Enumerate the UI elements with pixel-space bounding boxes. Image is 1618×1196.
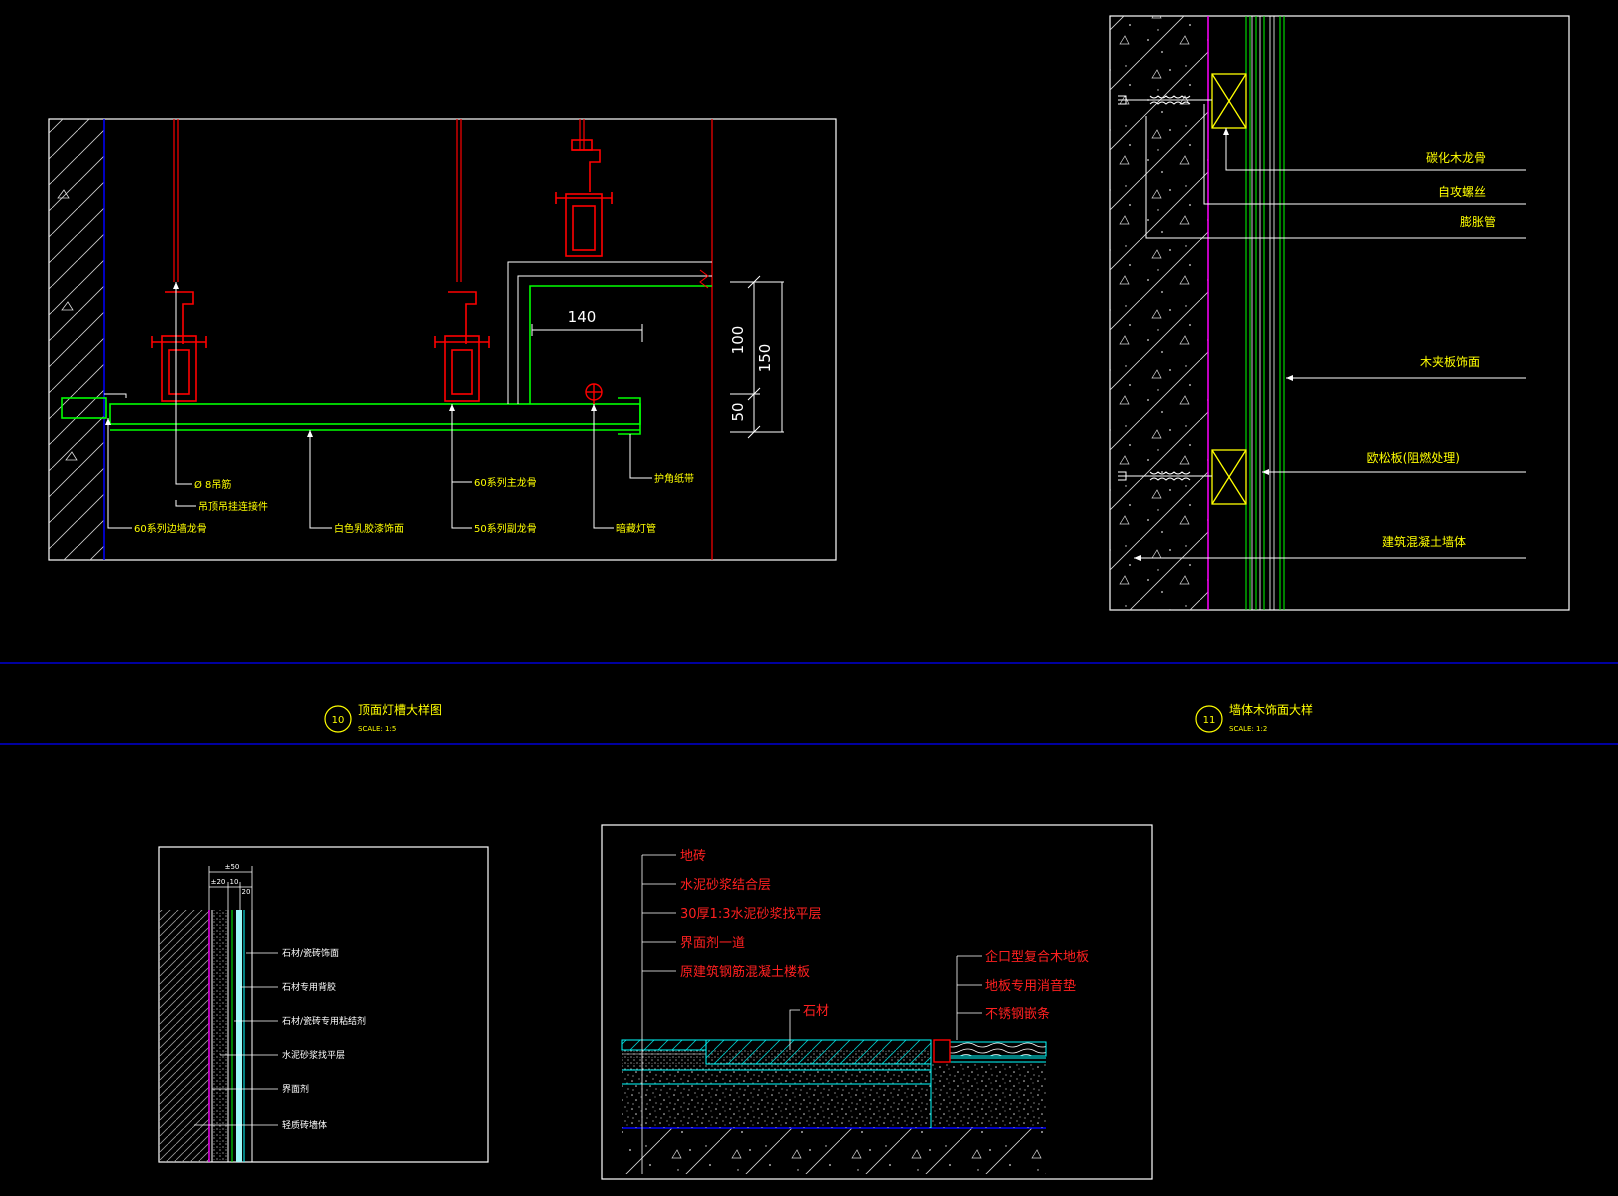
screw-anchors bbox=[1118, 95, 1212, 481]
label-floor-tile: 地砖 bbox=[680, 849, 706, 864]
wall-cladding-dimensions bbox=[208, 866, 253, 910]
label-angle-bead: 护角纸带 bbox=[654, 472, 694, 485]
detail-10-scale: SCALE: 1:5 bbox=[358, 725, 396, 733]
floor-right-leaders bbox=[956, 955, 982, 1040]
floor-detail-frame bbox=[601, 824, 1153, 1180]
label-edge-keel: 60系列边墙龙骨 bbox=[134, 522, 207, 535]
label-expansion-anchor: 膨胀管 bbox=[1460, 214, 1496, 229]
label-stainless-strip: 不锈钢嵌条 bbox=[985, 1006, 1050, 1022]
detail-floor-junction: 地砖 水泥砂浆结合层 30厚1:3水泥砂浆找平层 界面剂一道 原建筑钢筋混凝土楼… bbox=[601, 824, 1153, 1180]
label-self-tapping-screw: 自攻螺丝 bbox=[1438, 185, 1486, 199]
main-keel-brackets bbox=[151, 139, 613, 402]
concrete-wall-hatch bbox=[49, 119, 104, 560]
dimension-50: 50 bbox=[729, 402, 747, 421]
wood-floor bbox=[949, 1041, 1047, 1057]
detail-10-title: 顶面灯槽大样图 bbox=[358, 702, 442, 717]
dim-total: ±50 bbox=[225, 863, 240, 871]
veneer-layers bbox=[1245, 16, 1285, 610]
label-gypsum-finish: 白色乳胶漆饰面 bbox=[334, 522, 404, 535]
detail-11-number: 11 bbox=[1203, 715, 1216, 726]
label-light-tube: 暗藏灯管 bbox=[616, 522, 656, 535]
label-wood-keel: 碳化木龙骨 bbox=[1426, 151, 1486, 165]
label-main-keel: 60系列主龙骨 bbox=[474, 476, 537, 489]
detail-10-number-circle bbox=[324, 705, 352, 733]
mortar-layer bbox=[212, 910, 228, 1162]
label-brick-wall: 轻质砖墙体 bbox=[282, 1119, 327, 1131]
title-band: 10 顶面灯槽大样图 SCALE: 1:5 11 墙体木饰面大样 SCALE: … bbox=[0, 662, 1618, 745]
leader-lines bbox=[107, 282, 652, 529]
concrete-slab bbox=[622, 1128, 1046, 1174]
label-wood-veneer: 木夹板饰面 bbox=[1420, 355, 1480, 369]
detail-11-scale: SCALE: 1:2 bbox=[1229, 725, 1267, 733]
label-stone: 石材 bbox=[803, 1004, 829, 1019]
label-primer: 界面剂 bbox=[282, 1083, 309, 1095]
detail-10-ceiling-light-trough: 140 100 150 50 Ø 8吊筋 吊顶吊挂连接件 60系列边墙龙骨 白色… bbox=[48, 118, 837, 561]
label-underlay: 地板专用消音垫 bbox=[985, 978, 1076, 994]
label-concrete-slab: 原建筑钢筋混凝土楼板 bbox=[680, 964, 810, 980]
label-stone-adhesive: 石材/瓷砖专用粘结剂 bbox=[282, 1015, 366, 1027]
trough-box-outline bbox=[104, 261, 712, 404]
label-hanger-connector: 吊顶吊挂连接件 bbox=[198, 500, 268, 513]
dimension-100: 100 bbox=[729, 326, 747, 355]
detail-10-number: 10 bbox=[332, 715, 345, 726]
lightweight-brick-wall bbox=[159, 910, 209, 1162]
dim-20b: 20 bbox=[242, 888, 251, 896]
title-detail-11: 11 墙体木饰面大样 SCALE: 1:2 bbox=[1195, 702, 1313, 733]
dimension-lines bbox=[531, 275, 784, 439]
wall-cladding-leaders bbox=[194, 952, 278, 1126]
label-osb-board: 欧松板(阻燃处理) bbox=[1367, 450, 1460, 465]
floor-left-leaders bbox=[641, 854, 676, 1174]
dim-10: 10 bbox=[230, 878, 239, 886]
hidden-light-tube bbox=[585, 383, 603, 404]
detail-11-title: 墙体木饰面大样 bbox=[1229, 702, 1313, 717]
label-sub-keel: 50系列副龙骨 bbox=[474, 522, 537, 535]
dim-20: ±20 bbox=[211, 878, 226, 886]
detail-11-leaders bbox=[1134, 104, 1526, 559]
stainless-strip bbox=[933, 1039, 951, 1063]
label-wood-floor: 企口型复合木地板 bbox=[985, 949, 1089, 965]
detail-10-frame bbox=[48, 118, 837, 561]
title-detail-10: 10 顶面灯槽大样图 SCALE: 1:5 bbox=[324, 702, 442, 733]
wood-keel-blocks bbox=[1211, 73, 1247, 505]
concrete-wall-section bbox=[1110, 16, 1208, 610]
detail-11-number-circle bbox=[1195, 705, 1223, 733]
label-hanger-rod: Ø 8吊筋 bbox=[194, 478, 231, 491]
label-stone-backing: 石材专用背胶 bbox=[282, 981, 336, 993]
label-stone-finish: 石材/瓷砖饰面 bbox=[282, 947, 339, 959]
label-primer-coat: 界面剂一道 bbox=[680, 936, 745, 951]
stone-finish-layer bbox=[236, 910, 242, 1162]
label-concrete-wall: 建筑混凝土墙体 bbox=[1382, 534, 1466, 549]
dimension-140: 140 bbox=[568, 308, 597, 326]
gypsum-ceiling-board bbox=[61, 285, 712, 435]
stone-tile bbox=[705, 1039, 932, 1065]
hanger-rods bbox=[173, 119, 585, 282]
label-screed-layer: 30厚1:3水泥砂浆找平层 bbox=[680, 907, 821, 922]
label-mortar-layer: 水泥砂浆找平层 bbox=[282, 1049, 345, 1061]
detail-11-wall-wood-veneer: 碳化木龙骨 自攻螺丝 膨胀管 木夹板饰面 欧松板(阻燃处理) 建筑混凝土墙体 bbox=[1109, 15, 1570, 611]
dimension-150: 150 bbox=[756, 344, 774, 373]
screed-layer bbox=[622, 1070, 1046, 1128]
label-bond-layer: 水泥砂浆结合层 bbox=[680, 878, 771, 893]
detail-stone-wall-cladding: ±50 ±20 10 20 石材/瓷砖饰面 石材专用背胶 石材/瓷砖专用粘结剂 … bbox=[158, 846, 489, 1163]
floor-tile bbox=[621, 1039, 707, 1051]
